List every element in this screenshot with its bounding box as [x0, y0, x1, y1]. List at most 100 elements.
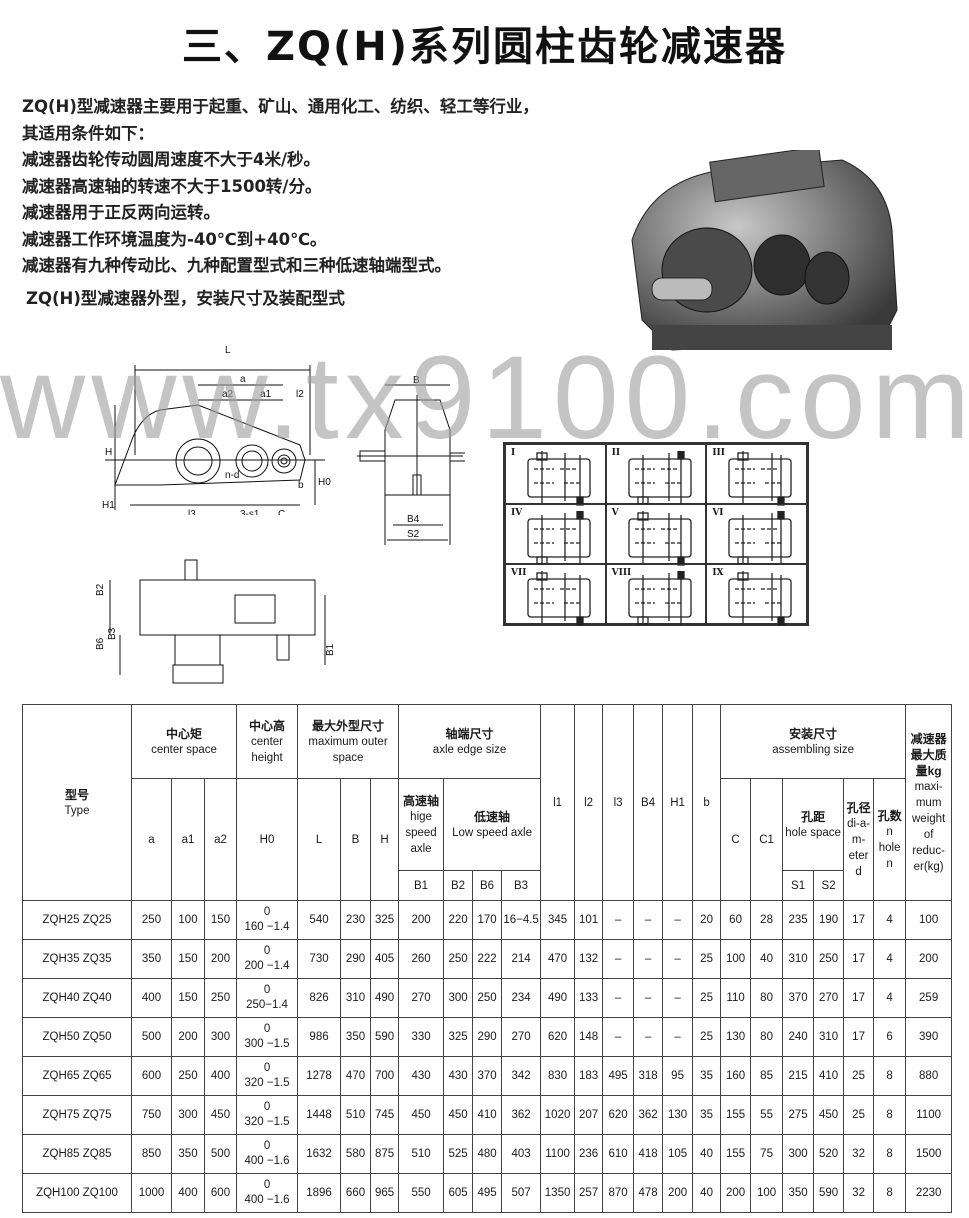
- cell-B6: 222: [472, 939, 503, 979]
- cell-type: ZQH40 ZQ40: [22, 978, 132, 1018]
- label-H: H: [105, 447, 112, 458]
- configuration-cell: II: [605, 444, 707, 505]
- cell-B2: 525: [443, 1134, 474, 1174]
- label-B6: B6: [95, 637, 106, 650]
- h0-value: 300 −1.5: [244, 1038, 290, 1050]
- h0-tolerance: 0: [263, 1101, 271, 1113]
- cell-type: ZQH85 ZQ85: [22, 1134, 132, 1174]
- cell-l3: 495: [602, 1056, 635, 1096]
- header-l1: l1: [540, 704, 576, 901]
- cell-B2: 430: [443, 1056, 474, 1096]
- header-B6: B6: [472, 870, 503, 901]
- label-S2: S2: [407, 529, 420, 540]
- cell-b: 35: [692, 1095, 722, 1135]
- cell-type: ZQH100 ZQ100: [22, 1173, 132, 1213]
- cell-S2: 190: [813, 900, 845, 940]
- cell-B4: –: [633, 900, 664, 940]
- cell-w: 1500: [905, 1134, 953, 1174]
- h0-value: 320 −1.5: [244, 1077, 290, 1089]
- configuration-cell: V: [605, 504, 707, 566]
- gear-layout-icon: [527, 451, 591, 506]
- cell-B: 230: [340, 900, 372, 940]
- cell-H1: 105: [662, 1134, 694, 1174]
- gear-layout-icon: [728, 571, 792, 626]
- cell-L: 540: [297, 900, 342, 940]
- header-C: C: [720, 778, 752, 901]
- cell-a: 350: [131, 939, 172, 979]
- intro-line: 减速器齿轮传动圆周速度不大于4米/秒。: [22, 150, 321, 169]
- gear-layout-icon: [628, 511, 692, 566]
- cell-d: 25: [843, 1056, 875, 1096]
- cell-type: ZQH75 ZQ75: [22, 1095, 132, 1135]
- front-view-diagram: L a a2 a1 l2 H H0 H1 n-d b l3 3-s1 C C1: [102, 345, 331, 515]
- configuration-label: VIII: [611, 568, 632, 578]
- cell-B: 470: [340, 1056, 372, 1096]
- cell-S1: 215: [782, 1056, 815, 1096]
- cell-w: 880: [905, 1056, 953, 1096]
- configuration-label: II: [611, 448, 621, 458]
- cell-a1: 350: [171, 1134, 205, 1174]
- label-l2: l2: [296, 389, 304, 400]
- label-3-s1: 3-s1: [240, 509, 260, 515]
- cell-H: 325: [370, 900, 400, 940]
- configuration-label: IX: [712, 568, 724, 578]
- cell-C1: 28: [750, 900, 784, 940]
- cell-C1: 85: [750, 1056, 784, 1096]
- header-B3: B3: [501, 870, 542, 901]
- cell-B: 350: [340, 1017, 372, 1057]
- section-subtitle: ZQ(H)型减速器外型，安装尺寸及装配型式: [26, 288, 345, 308]
- cell-l1: 1350: [540, 1173, 576, 1213]
- cell-l2: 207: [574, 1095, 604, 1135]
- cell-C1: 75: [750, 1134, 784, 1174]
- cell-H: 590: [370, 1017, 400, 1057]
- cell-type: ZQH35 ZQ35: [22, 939, 132, 979]
- cell-a1: 100: [171, 900, 205, 940]
- cell-C: 60: [720, 900, 752, 940]
- configuration-label: VI: [712, 508, 724, 518]
- h0-tolerance: 0: [263, 1179, 271, 1191]
- header-a2: a2: [203, 778, 238, 901]
- configuration-cell: IV: [505, 504, 606, 565]
- cell-a2: 200: [203, 939, 238, 979]
- cell-B: 290: [340, 939, 372, 979]
- cell-b: 40: [692, 1134, 722, 1174]
- header-l2: l2: [574, 704, 604, 901]
- cell-l2: 236: [574, 1134, 604, 1174]
- cell-H: 405: [370, 939, 400, 979]
- gear-layout-icon: [527, 511, 591, 565]
- cell-C: 100: [720, 939, 752, 979]
- h0-tolerance: 0: [263, 1023, 271, 1035]
- cell-H: 700: [370, 1056, 400, 1096]
- cell-B3: 403: [501, 1134, 542, 1174]
- cell-B6: 370: [472, 1056, 503, 1096]
- cell-S2: 310: [813, 1017, 845, 1057]
- header-B4: B4: [633, 704, 664, 901]
- cell-l3: 870: [602, 1173, 635, 1213]
- cell-B3: 16−4.5: [501, 900, 542, 940]
- cell-l2: 257: [574, 1173, 604, 1213]
- cell-S1: 310: [782, 939, 815, 979]
- cell-b: 40: [692, 1173, 722, 1213]
- configuration-label: IV: [511, 508, 523, 518]
- cell-a2: 250: [203, 978, 238, 1018]
- label-a2: a2: [222, 389, 234, 400]
- cell-B6: 410: [472, 1095, 503, 1135]
- cell-S2: 270: [813, 978, 845, 1018]
- configuration-cell: I: [505, 444, 606, 506]
- cell-C: 160: [720, 1056, 752, 1096]
- cell-B1: 450: [398, 1095, 445, 1135]
- label-B4: B4: [407, 514, 420, 525]
- cell-a2: 450: [203, 1095, 238, 1135]
